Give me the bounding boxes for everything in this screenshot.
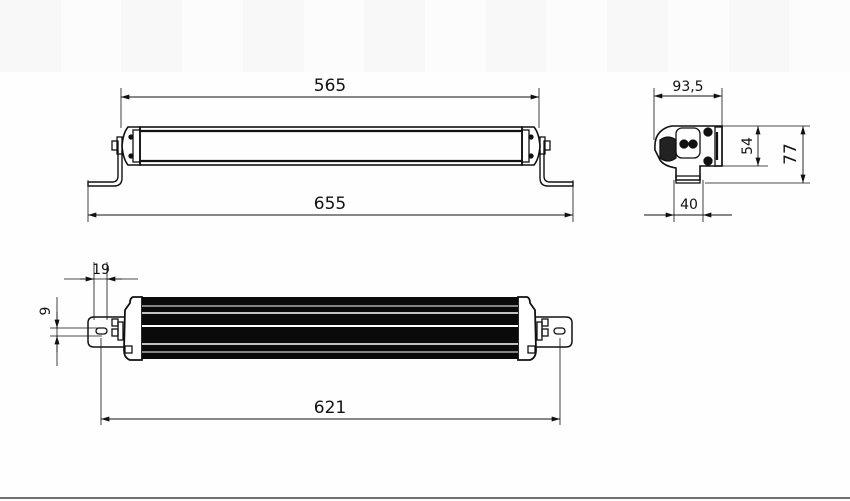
dim-label-depth: 93,5 xyxy=(672,79,703,95)
dim-label-slot-height: 9 xyxy=(38,307,54,316)
dim-label-lens-height: 54 xyxy=(740,137,756,155)
dim-label-bracket-width: 40 xyxy=(680,197,698,213)
front-view xyxy=(50,262,573,425)
dim-label-slot-width: 19 xyxy=(92,262,110,278)
dim-label-overall-length: 655 xyxy=(314,194,346,214)
top-view xyxy=(87,88,574,222)
watermark-band xyxy=(0,0,850,72)
dim-label-overall-height: 77 xyxy=(781,143,801,165)
light-bar-front-body xyxy=(142,297,518,359)
bottom-border xyxy=(0,497,850,499)
dim-label-body-length: 565 xyxy=(314,76,346,96)
dim-label-mount-spacing: 621 xyxy=(314,398,346,418)
side-view xyxy=(644,88,810,222)
